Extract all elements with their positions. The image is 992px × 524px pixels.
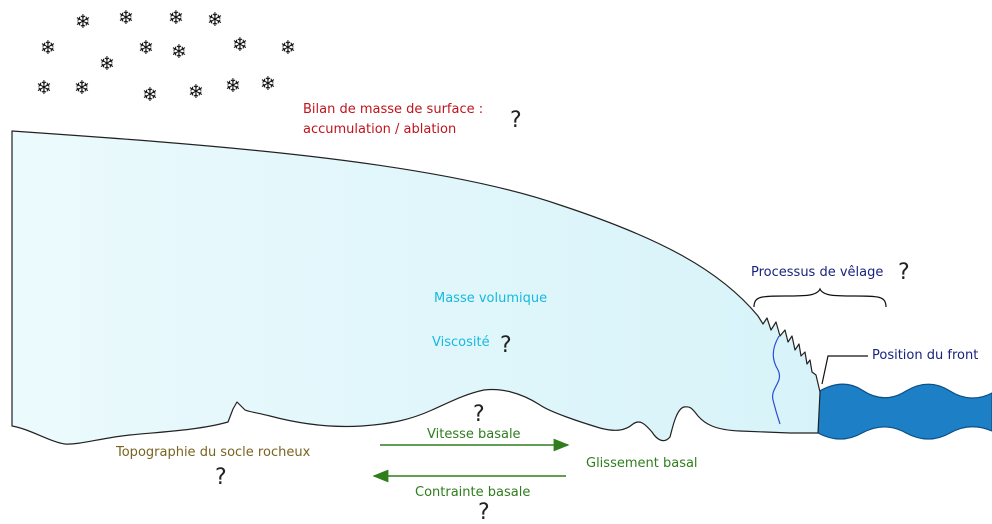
question-mark-icon: ? <box>898 260 910 285</box>
snowflake-icon: ❄ <box>74 77 90 99</box>
question-mark-icon: ? <box>473 402 485 427</box>
snowflake-icon: ❄ <box>138 37 154 59</box>
snowflake-icon: ❄ <box>142 84 158 106</box>
question-mark-icon: ? <box>510 108 522 133</box>
front-position-pointer <box>821 355 868 385</box>
snowflake-icon: ❄ <box>280 37 296 59</box>
calving-brace <box>753 287 887 308</box>
front-position-label: Position du front <box>872 348 978 363</box>
question-mark-icon: ? <box>215 465 227 490</box>
snowflake-icon: ❄ <box>207 9 223 31</box>
surface-mass-balance-sublabel: accumulation / ablation <box>303 122 456 137</box>
snowflake-icon: ❄ <box>171 41 187 63</box>
basal-sliding-label: Glissement basal <box>586 456 698 471</box>
density-label: Masse volumique <box>434 291 547 306</box>
ocean-water <box>817 383 992 440</box>
snowflake-icon: ❄ <box>260 73 276 95</box>
question-mark-icon: ? <box>478 500 490 524</box>
question-mark-icon: ? <box>500 333 512 358</box>
snowflake-icon: ❄ <box>118 7 134 29</box>
snowflake-icon: ❄ <box>99 53 115 75</box>
snowflake-icon: ❄ <box>40 37 56 59</box>
calving-label: Processus de vêlage <box>751 265 883 280</box>
basal-velocity-label: Vitesse basale <box>427 427 521 442</box>
snowfall-group: ❄ ❄ ❄ ❄ ❄ ❄ ❄ ❄ ❄ ❄ ❄ ❄ ❄ ❄ ❄ ❄ <box>36 7 296 106</box>
snowflake-icon: ❄ <box>75 11 91 33</box>
snowflake-icon: ❄ <box>225 75 241 97</box>
ice-sheet-body <box>11 130 821 445</box>
crevasse-line <box>772 335 781 425</box>
snowflake-icon: ❄ <box>188 81 204 103</box>
snowflake-icon: ❄ <box>232 34 248 56</box>
viscosity-label: Viscosité <box>432 335 490 350</box>
snowflake-icon: ❄ <box>168 7 184 29</box>
snowflake-icon: ❄ <box>36 77 52 99</box>
surface-mass-balance-label: Bilan de masse de surface : <box>303 102 483 117</box>
basal-stress-label: Contrainte basale <box>415 485 530 500</box>
bedrock-topography-label: Topographie du socle rocheux <box>115 445 311 460</box>
